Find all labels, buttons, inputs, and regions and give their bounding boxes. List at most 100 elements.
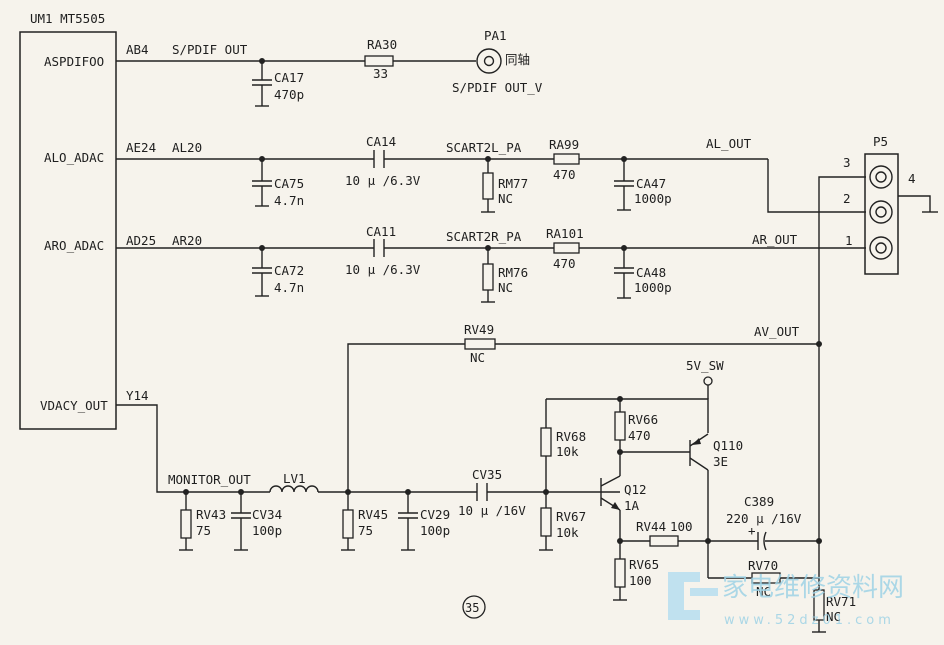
cv29-value: 100p (420, 523, 450, 538)
left-audio-section: AE24 AL20 CA14 10 μ /6.3V SCART2L_PA CA7… (116, 134, 866, 213)
ra30-ref: RA30 (367, 37, 397, 52)
net-scart2l-pa: SCART2L_PA (446, 140, 522, 155)
c389-value: 220 μ /16V (726, 511, 802, 526)
capacitor-ca48: CA48 1000p (614, 248, 672, 299)
transistor-q110: Q110 3E (620, 433, 743, 471)
rv65-value: 100 (629, 573, 652, 588)
resistor-rv45: RV45 75 (341, 492, 388, 551)
rv43-ref: RV43 (196, 507, 226, 522)
video-section: Y14 MONITOR_OUT LV1 RV43 75 (116, 322, 856, 633)
resistor-ra30: RA30 33 (364, 37, 397, 81)
coax-jack-pa1: PA1 同轴 S/PDIF OUT_V (452, 28, 543, 95)
net-scart2r-pa: SCART2R_PA (446, 229, 522, 244)
rv43-value: 75 (196, 523, 211, 538)
ca14-value: 10 μ /6.3V (345, 173, 421, 188)
capacitor-ca72: CA72 4.7n (252, 248, 304, 297)
resistor-rv65: RV65 100 (613, 557, 659, 601)
ca11-ref: CA11 (366, 224, 396, 239)
junction-dot (816, 538, 822, 544)
capacitor-ca11: CA11 10 μ /6.3V (345, 224, 421, 277)
pa1-net: S/PDIF OUT_V (452, 80, 543, 95)
net-al-out: AL_OUT (706, 136, 752, 151)
resistor-rv66: RV66 470 (614, 399, 658, 476)
ra101-ref: RA101 (546, 226, 584, 241)
junction-dot (816, 341, 822, 347)
ca75-ref: CA75 (274, 176, 304, 191)
resistor-rv68: RV68 10k (540, 399, 586, 508)
capacitor-cv34: CV34 100p (231, 492, 282, 551)
capacitor-ca14: CA14 10 μ /6.3V (345, 134, 421, 188)
rv71-value: NC (826, 609, 841, 624)
ca48-value: 1000p (634, 280, 672, 295)
ic-pin-aspdifoo: ASPDIFOO (44, 54, 104, 69)
figure-number: 35 (462, 595, 486, 619)
q12-value: 1A (624, 498, 640, 513)
resistor-ra101: RA101 470 (546, 226, 584, 271)
rv70-ref: RV70 (748, 558, 778, 573)
capacitor-ca75: CA75 4.7n (252, 159, 304, 208)
ic-title: UM1 MT5505 (30, 11, 105, 26)
p5-ref: P5 (873, 134, 888, 149)
net-spdif-out: S/PDIF OUT (172, 42, 248, 57)
ra30-value: 33 (373, 66, 388, 81)
cv29-ref: CV29 (420, 507, 450, 522)
figure-number-text: 35 (465, 601, 479, 615)
capacitor-cv29: CV29 100p (398, 492, 450, 551)
ra101-value: 470 (553, 256, 576, 271)
net-av-out: AV_OUT (754, 324, 800, 339)
ca17-ref: CA17 (274, 70, 304, 85)
ic-pin-vdacy-out: VDACY_OUT (40, 398, 108, 413)
ball-y14: Y14 (126, 388, 149, 403)
ca48-ref: CA48 (636, 265, 666, 280)
rv70-value: NC (756, 584, 771, 599)
lv1-ref: LV1 (283, 471, 306, 486)
rv45-ref: RV45 (358, 507, 388, 522)
pa1-ref: PA1 (484, 28, 507, 43)
ic-um1: UM1 MT5505 ASPDIFOO ALO_ADAC ARO_ADAC VD… (19, 11, 117, 430)
q110-ref: Q110 (713, 438, 743, 453)
rm76-ref: RM76 (498, 265, 528, 280)
ca47-value: 1000p (634, 191, 672, 206)
rv44-ref: RV44 (636, 519, 666, 534)
ball-ab4: AB4 (126, 42, 149, 57)
rv44-value: 100 (670, 519, 693, 534)
spdif-section: AB4 S/PDIF OUT RA30 33 CA17 470p PA1 同轴 … (116, 28, 543, 107)
ca17-value: 470p (274, 87, 304, 102)
resistor-rm76: RM76 NC (481, 248, 528, 303)
transistor-q12: Q12 1A (600, 475, 647, 513)
q12-ref: Q12 (624, 482, 647, 497)
watermark-logo (668, 572, 718, 620)
cv35-value: 10 μ /16V (458, 503, 526, 518)
resistor-rv49: RV49 NC (347, 322, 819, 492)
ra99-value: 470 (553, 167, 576, 182)
net-monitor-out: MONITOR_OUT (168, 472, 251, 487)
rv66-ref: RV66 (628, 412, 658, 427)
q110-value: 3E (713, 454, 728, 469)
ball-ae24: AE24 (126, 140, 156, 155)
c389-ref: C389 (744, 494, 774, 509)
net-ar-out: AR_OUT (752, 232, 798, 247)
rv49-value: NC (470, 350, 485, 365)
rv67-ref: RV67 (556, 509, 586, 524)
right-audio-section: AD25 AR20 CA11 10 μ /6.3V SCART2R_PA CA7… (116, 224, 866, 303)
watermark-url: www.52dz01.com (724, 613, 895, 628)
rv45-value: 75 (358, 523, 373, 538)
ca47-ref: CA47 (636, 176, 666, 191)
cv35-ref: CV35 (472, 467, 502, 482)
cv34-value: 100p (252, 523, 282, 538)
net-ar20: AR20 (172, 233, 202, 248)
resistor-rv44: RV44 100 (620, 519, 708, 547)
capacitor-c389: + C389 220 μ /16V (708, 494, 819, 551)
rv68-ref: RV68 (556, 429, 586, 444)
ic-pin-aro-adac: ARO_ADAC (44, 238, 104, 253)
cv34-ref: CV34 (252, 507, 282, 522)
ca14-ref: CA14 (366, 134, 396, 149)
ic-body (19, 31, 117, 430)
p5-pin-3: 3 (843, 155, 851, 170)
p5-pin-2: 2 (843, 191, 851, 206)
p5-pin-1: 1 (845, 233, 853, 248)
rv49-ref: RV49 (464, 322, 494, 337)
pa1-label: 同轴 (505, 52, 530, 67)
ca11-value: 10 μ /6.3V (345, 262, 421, 277)
